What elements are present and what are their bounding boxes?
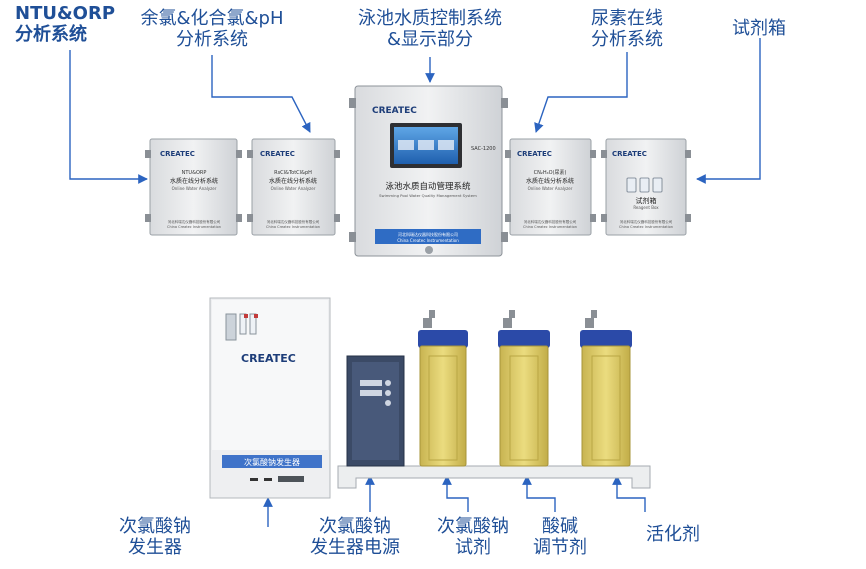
brand-logo: CREATEC	[372, 106, 417, 116]
arrow-activator	[612, 475, 646, 512]
svg-text:河北科瑞达仪器科技股份有限公司: 河北科瑞达仪器科技股份有限公司	[267, 219, 320, 224]
svg-text:China Createc Instrumentation: China Createc Instrumentation	[619, 225, 673, 229]
connector-lines	[69, 38, 761, 527]
arrow-reagent	[696, 38, 761, 184]
analyzer-urea: CREATEC CN₂H₄O(尿素) 水质在线分析系统 Online Water…	[505, 138, 596, 236]
arrow-ntu	[69, 50, 148, 184]
svg-text:水质在线分析系统: 水质在线分析系统	[526, 177, 574, 185]
tank-activator	[580, 310, 632, 467]
svg-text:Reagent Box: Reagent Box	[633, 205, 659, 210]
bottle-icon	[626, 177, 663, 193]
svg-text:China Createc Instrumentation: China Createc Instrumentation	[523, 225, 577, 229]
svg-text:试剂箱: 试剂箱	[636, 196, 657, 205]
label-acid-base: 酸碱调节剂	[533, 516, 587, 558]
analyzer-chlorine-ph: CREATEC RsCl&TotCl&pH 水质在线分析系统 Online Wa…	[247, 138, 340, 236]
arrow-acid	[522, 475, 556, 512]
brand-logo: CREATEC	[241, 352, 296, 365]
svg-text:河北科瑞达仪器科技股份有限公司: 河北科瑞达仪器科技股份有限公司	[524, 219, 577, 224]
label-hypo-generator: 次氯酸钠发生器	[119, 516, 191, 558]
generator-power-supply	[346, 355, 405, 467]
label-activator: 活化剂	[646, 524, 700, 545]
arrow-chlorine	[211, 55, 311, 133]
label-reagent-box: 试剂箱	[732, 18, 786, 39]
label-hypo-reagent: 次氯酸钠试剂	[437, 516, 509, 558]
reagent-cabinet: CREATEC 试剂箱 Reagent Box 河北科瑞达仪器科技股份有限公司 …	[601, 138, 691, 236]
tank-hypo-reagent	[418, 310, 468, 467]
label-urea: 尿素在线分析系统	[591, 8, 663, 50]
svg-text:Online Water Analyzer: Online Water Analyzer	[271, 186, 316, 191]
analyzer-ntu-orp: CREATEC NTU&ORP 水质在线分析系统 Online Water An…	[145, 138, 242, 236]
generator-panel-strip	[222, 455, 322, 468]
svg-text:NTU&ORP: NTU&ORP	[182, 170, 207, 176]
arrow-hypo-reagent	[442, 475, 469, 512]
brand-logo: CREATEC	[612, 150, 647, 158]
brand-logo: CREATEC	[517, 150, 552, 158]
svg-text:河北科瑞达仪器科技股份有限公司: 河北科瑞达仪器科技股份有限公司	[620, 219, 673, 224]
hypochlorite-generator: CREATEC 次氯酸钠发生器	[209, 297, 331, 499]
pool-controller: CREATEC SAC-1200 泳池水质自动管理系统 Swimming Poo…	[349, 85, 508, 257]
tank-acid-base	[498, 310, 550, 467]
svg-text:CN₂H₄O(尿素): CN₂H₄O(尿素)	[534, 169, 567, 176]
arrow-urea	[534, 52, 628, 133]
brand-logo: CREATEC	[160, 150, 195, 158]
svg-text:Online Water Analyzer: Online Water Analyzer	[528, 186, 573, 191]
base-platform	[337, 465, 651, 489]
svg-text:水质在线分析系统: 水质在线分析系统	[170, 177, 218, 185]
svg-text:河北科瑞达仪器科技股份有限公司: 河北科瑞达仪器科技股份有限公司	[398, 231, 458, 237]
svg-text:次氯酸钠发生器: 次氯酸钠发生器	[244, 457, 300, 467]
svg-text:水质在线分析系统: 水质在线分析系统	[269, 177, 317, 185]
svg-text:泳池水质自动管理系统: 泳池水质自动管理系统	[385, 181, 471, 192]
brand-logo: CREATEC	[260, 150, 295, 158]
label-generator-power: 次氯酸钠发生器电源	[310, 516, 400, 558]
svg-text:SAC-1200: SAC-1200	[471, 146, 496, 152]
label-pool-control: 泳池水质控制系统&显示部分	[358, 8, 502, 50]
svg-text:河北科瑞达仪器科技股份有限公司: 河北科瑞达仪器科技股份有限公司	[168, 219, 221, 224]
svg-text:Swimming Pool Water Quality Ma: Swimming Pool Water Quality Management S…	[379, 193, 477, 198]
svg-text:China Createc Instrumentation: China Createc Instrumentation	[397, 238, 459, 243]
svg-text:Online Water Analyzer: Online Water Analyzer	[172, 186, 217, 191]
svg-text:China Createc Instrumentation: China Createc Instrumentation	[167, 225, 221, 229]
svg-text:RsCl&TotCl&pH: RsCl&TotCl&pH	[274, 170, 312, 176]
svg-text:China Createc Instrumentation: China Createc Instrumentation	[266, 225, 320, 229]
